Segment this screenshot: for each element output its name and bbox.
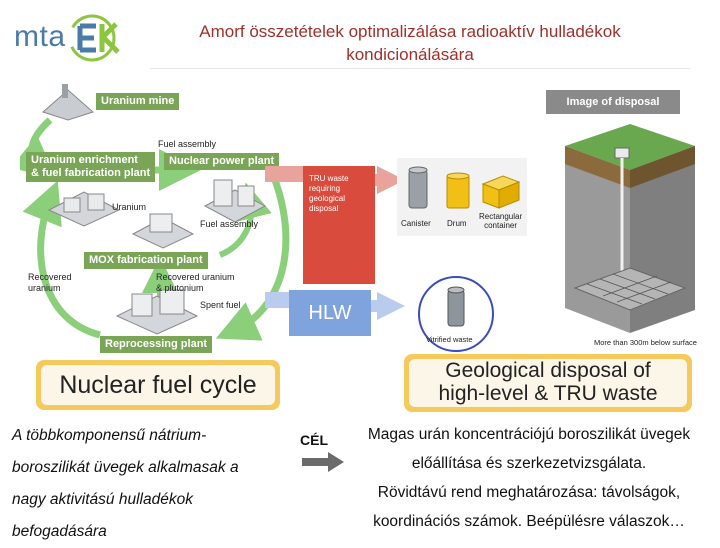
ek-logo-mark-icon — [68, 8, 124, 66]
cel-arrow-icon — [302, 452, 344, 472]
canister-label: Canister — [401, 218, 431, 229]
left-statement-line-3: nagy aktivitású hulladékok — [12, 484, 302, 516]
cel-label: CÉL — [300, 432, 328, 448]
rect-label-line-1: Rectangular — [479, 212, 522, 221]
depth-note: More than 300m below surface — [594, 337, 697, 348]
uranium-mine-illustration — [38, 82, 98, 122]
flow-uranium: Uranium — [112, 202, 146, 213]
stage-enrichment-line-1: Uranium enrichment — [31, 154, 150, 167]
drum-label: Drum — [447, 218, 467, 229]
tru-box-line-4: disposal — [309, 204, 369, 214]
rectangular-container-label: Rectangular container — [479, 212, 522, 230]
nuclear-power-plant-illustration — [200, 166, 270, 226]
disposal-banner-line-2: high-level & TRU waste — [409, 382, 687, 405]
geological-disposal-banner: Geological disposal of high-level & TRU … — [404, 354, 692, 412]
vitrified-waste-highlight: Vitrified waste — [418, 276, 494, 352]
disposal-banner-line-1: Geological disposal of — [409, 359, 687, 382]
fuel-cycle-banner: Nuclear fuel cycle — [36, 360, 280, 410]
header-divider — [150, 68, 690, 69]
flow-fuel-assembly-top: Fuel assembly — [158, 139, 216, 150]
goal-statement-line-1: Magas urán koncentrációjú boroszilikát ü… — [340, 420, 718, 449]
title-line-1: Amorf összetételek optimalizálása radioa… — [150, 20, 670, 43]
tru-box-line-1: TRU waste — [309, 174, 369, 184]
left-statement-line-2: boroszilikát üvegek alkalmasak a — [12, 452, 302, 484]
slide-title: Amorf összetételek optimalizálása radioa… — [150, 20, 670, 66]
geological-disposal-illustration — [545, 118, 710, 348]
flow-recovered-uranium: Recovered uranium — [28, 272, 72, 294]
stage-uranium-mine: Uranium mine — [96, 93, 179, 110]
vitrified-waste-canister-icon — [446, 286, 466, 328]
canister-icon — [407, 166, 429, 210]
flow-recovered-u-pu-line-1: Recovered uranium — [156, 272, 235, 283]
hlw-box: HLW — [289, 290, 371, 336]
flow-spent-fuel: Spent fuel — [200, 300, 241, 311]
logo-text: mta — [14, 20, 66, 54]
goal-statement-line-4: koordinációs számok. Beépülésre válaszok… — [340, 507, 718, 536]
stage-enrichment-line-2: & fuel fabrication plant — [31, 167, 150, 180]
goal-statement: Magas urán koncentrációjú boroszilikát ü… — [340, 420, 718, 536]
tru-box-line-2: requiring — [309, 184, 369, 194]
flow-recovered-u-pu-line-2: & plutonium — [156, 283, 235, 294]
tru-waste-box: TRU waste requiring geological disposal — [303, 166, 375, 284]
stage-mox-fabrication: MOX fabrication plant — [84, 252, 208, 269]
left-statement: A többkomponensű nátrium- boroszilikát ü… — [12, 420, 302, 548]
flow-fuel-assembly-mid: Fuel assembly — [200, 219, 258, 230]
stage-reprocessing: Reprocessing plant — [100, 336, 212, 353]
tru-box-line-3: geological — [309, 194, 369, 204]
left-statement-line-1: A többkomponensű nátrium- — [12, 420, 302, 452]
drum-icon — [445, 172, 471, 210]
vitrified-waste-label: Vitrified waste — [426, 334, 473, 345]
rect-label-line-2: container — [479, 221, 522, 230]
flow-recovered-uranium-line-2: uranium — [28, 283, 72, 294]
hlw-label: HLW — [289, 290, 371, 336]
image-of-disposal-tag: Image of disposal — [546, 90, 680, 114]
goal-statement-line-2: előállítása és szerkezetvizsgálata. — [340, 449, 718, 478]
flow-recovered-uranium-line-1: Recovered — [28, 272, 72, 283]
tru-containers-panel: Canister Drum Rectangular container — [397, 158, 527, 236]
tru-box-text: TRU waste requiring geological disposal — [303, 166, 375, 222]
title-line-2: kondicionálására — [150, 43, 670, 66]
stage-enrichment: Uranium enrichment & fuel fabrication pl… — [26, 152, 155, 182]
stage-nuclear-power-plant: Nuclear power plant — [164, 153, 279, 170]
flow-recovered-u-pu: Recovered uranium & plutonium — [156, 272, 235, 294]
left-statement-line-4: befogadására — [12, 516, 302, 548]
geological-disposal-banner-text: Geological disposal of high-level & TRU … — [409, 359, 687, 407]
goal-statement-line-3: Rövidtávú rend meghatározása: távolságok… — [340, 478, 718, 507]
fuel-cycle-banner-text: Nuclear fuel cycle — [41, 365, 275, 405]
rectangular-container-icon — [481, 172, 521, 210]
mta-ek-logo: mta — [12, 6, 122, 66]
